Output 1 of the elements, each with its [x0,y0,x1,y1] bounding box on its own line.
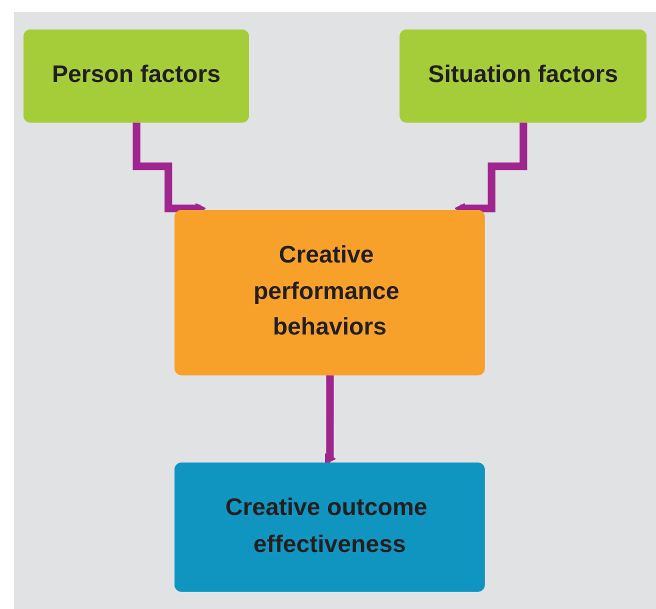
flowchart-drawing: Person factors Situation factors Creative performance behaviors Creative outcome effectiveness [14,20,656,602]
